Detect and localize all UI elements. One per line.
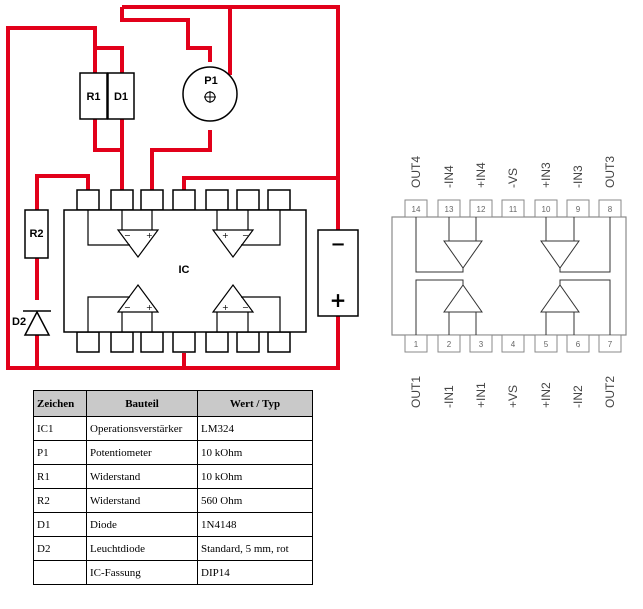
pin-number-label: 12 (477, 205, 486, 214)
pin-name-label: OUT2 (603, 376, 617, 408)
pin-name-label: OUT3 (603, 156, 617, 188)
pin-number-label: 10 (542, 205, 551, 214)
wires (6, 5, 340, 370)
pin-name-label: -IN3 (571, 165, 585, 188)
header-zeichen: Zeichen (33, 390, 87, 417)
pin-number-label: 2 (447, 340, 452, 349)
pin-number-label: 8 (608, 205, 613, 214)
r1-resistor (79, 72, 108, 120)
table-row: R2 Widerstand 560 Ohm (33, 488, 313, 513)
cell-wert: 10 kOhm (197, 440, 313, 465)
pin-number-label: 11 (509, 205, 518, 214)
svg-text:+: + (222, 231, 229, 240)
svg-text:−: − (242, 303, 249, 312)
ic-body (63, 209, 307, 333)
p1-label: P1 (204, 75, 217, 87)
svg-text:+: + (146, 231, 153, 240)
d1-diode (107, 72, 135, 120)
parts-table: Zeichen Bauteil Wert / Typ IC1 Operation… (33, 390, 313, 585)
cell-bauteil: Widerstand (86, 488, 198, 513)
cell-zeichen: R2 (33, 488, 87, 513)
ic-label: IC (179, 264, 190, 276)
cell-zeichen: D2 (33, 536, 87, 561)
pin-name-label: +IN3 (539, 162, 553, 188)
parts-table-header: Zeichen Bauteil Wert / Typ (33, 390, 313, 417)
table-row: IC-Fassung DIP14 (33, 560, 313, 585)
pin-name-label: -VS (506, 168, 520, 188)
cell-wert: 560 Ohm (197, 488, 313, 513)
cell-bauteil: Diode (86, 512, 198, 537)
cell-bauteil: Widerstand (86, 464, 198, 489)
pin-number-label: 7 (608, 340, 613, 349)
cell-zeichen: R1 (33, 464, 87, 489)
cell-wert: 1N4148 (197, 512, 313, 537)
svg-text:−: − (124, 231, 131, 240)
cell-bauteil: Leuchtdiode (86, 536, 198, 561)
cell-wert: Standard, 5 mm, rot (197, 536, 313, 561)
ic-opamps (87, 210, 281, 332)
pin-name-label: +IN2 (539, 382, 553, 408)
svg-text:+: + (222, 303, 229, 312)
table-row: R1 Widerstand 10 kOhm (33, 464, 313, 489)
pin-number-label: 4 (511, 340, 516, 349)
pin-number-label: 14 (412, 205, 421, 214)
d1-label: D1 (114, 91, 128, 103)
battery-plus-label: + (330, 288, 347, 312)
ic-pins-bottom (76, 331, 291, 353)
cell-wert: DIP14 (197, 560, 313, 585)
pin-number-label: 3 (479, 340, 484, 349)
svg-text:−: − (124, 303, 131, 312)
r2-label: R2 (29, 228, 43, 240)
pinout-diagram: OUT414-IN413+IN412-VS11+IN310-IN39OUT38O… (391, 156, 627, 408)
cell-zeichen: IC1 (33, 416, 87, 441)
pin-number-label: 13 (445, 205, 454, 214)
cell-zeichen: D1 (33, 512, 87, 537)
pin-number-label: 9 (576, 205, 581, 214)
table-row: IC1 Operationsverstärker LM324 (33, 416, 313, 441)
r2-resistor (24, 209, 49, 259)
led-diode-icon (23, 310, 51, 336)
pin-number-label: 1 (414, 340, 419, 349)
cell-bauteil: Operationsverstärker (86, 416, 198, 441)
pin-name-label: +VS (506, 385, 520, 408)
table-row: P1 Potentiometer 10 kOhm (33, 440, 313, 465)
battery (317, 229, 359, 317)
cell-wert: 10 kOhm (197, 464, 313, 489)
pin-name-label: -IN4 (442, 165, 456, 188)
pin-number-label: 5 (544, 340, 549, 349)
pin-name-label: +IN1 (474, 382, 488, 408)
pinout-top-pins (404, 199, 622, 218)
opamp-sign-labels: − + + − − + + − (124, 231, 249, 312)
table-row: D1 Diode 1N4148 (33, 512, 313, 537)
ic-pins-top (76, 189, 291, 211)
pinout-opamps (415, 217, 611, 335)
cell-wert: LM324 (197, 416, 313, 441)
cell-zeichen: P1 (33, 440, 87, 465)
pin-name-label: OUT1 (409, 376, 423, 408)
d2-label: D2 (12, 316, 26, 328)
cell-bauteil: IC-Fassung (86, 560, 198, 585)
cell-bauteil: Potentiometer (86, 440, 198, 465)
pin-name-label: +IN4 (474, 162, 488, 188)
pin-name-label: -IN1 (442, 385, 456, 408)
header-bauteil: Bauteil (86, 390, 198, 417)
svg-text:−: − (242, 231, 249, 240)
table-row: D2 Leuchtdiode Standard, 5 mm, rot (33, 536, 313, 561)
header-wert-typ: Wert / Typ (197, 390, 313, 417)
pin-number-label: 6 (576, 340, 581, 349)
potentiometer-wiper-icon (204, 91, 216, 103)
pin-name-label: OUT4 (409, 156, 423, 188)
svg-text:+: + (146, 303, 153, 312)
pin-name-label: -IN2 (571, 385, 585, 408)
pinout-labels: OUT414-IN413+IN412-VS11+IN310-IN39OUT38O… (409, 156, 617, 408)
r1-label: R1 (86, 91, 100, 103)
cell-zeichen (33, 560, 87, 585)
pinout-bottom-pins (404, 334, 622, 353)
battery-minus-label: − (330, 234, 345, 255)
